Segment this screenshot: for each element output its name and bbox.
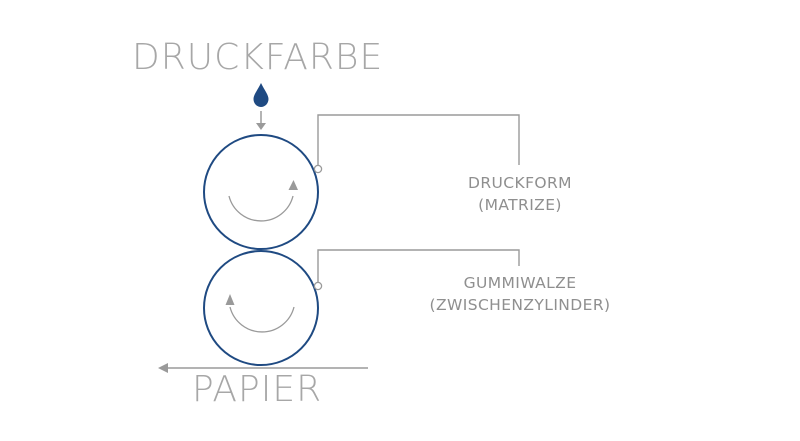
plate-cylinder-marker <box>313 164 323 174</box>
plate-cylinder-label-line1: DRUCKFORM <box>468 174 572 192</box>
plate-cylinder-label-line2: (MATRIZE) <box>478 196 562 214</box>
ink-feed-arrow-head <box>256 123 266 130</box>
paper-label: PAPIER <box>192 369 323 410</box>
ink-label: DRUCKFARBE <box>132 37 384 78</box>
blanket-cylinder <box>203 250 319 366</box>
plate-cylinder <box>203 134 319 250</box>
blanket-cylinder-label: GUMMIWALZE (ZWISCHENZYLINDER) <box>410 272 630 316</box>
plate-cylinder-label: DRUCKFORM (MATRIZE) <box>410 172 630 216</box>
blanket-cylinder-marker <box>313 281 323 291</box>
ink-drop-icon <box>253 83 269 107</box>
blanket-cylinder-leader-line <box>317 249 520 283</box>
blanket-cylinder-label-line1: GUMMIWALZE <box>463 274 577 292</box>
clockwise-rotation-arrow-head <box>288 180 298 190</box>
clockwise-rotation-arrow-icon <box>228 195 294 222</box>
counterclockwise-rotation-arrow-icon <box>229 306 295 333</box>
counterclockwise-rotation-arrow-head <box>225 294 235 305</box>
paper-output-arrow-head <box>158 363 168 373</box>
blanket-cylinder-label-line2: (ZWISCHENZYLINDER) <box>429 296 611 314</box>
plate-cylinder-leader-line <box>317 114 520 166</box>
